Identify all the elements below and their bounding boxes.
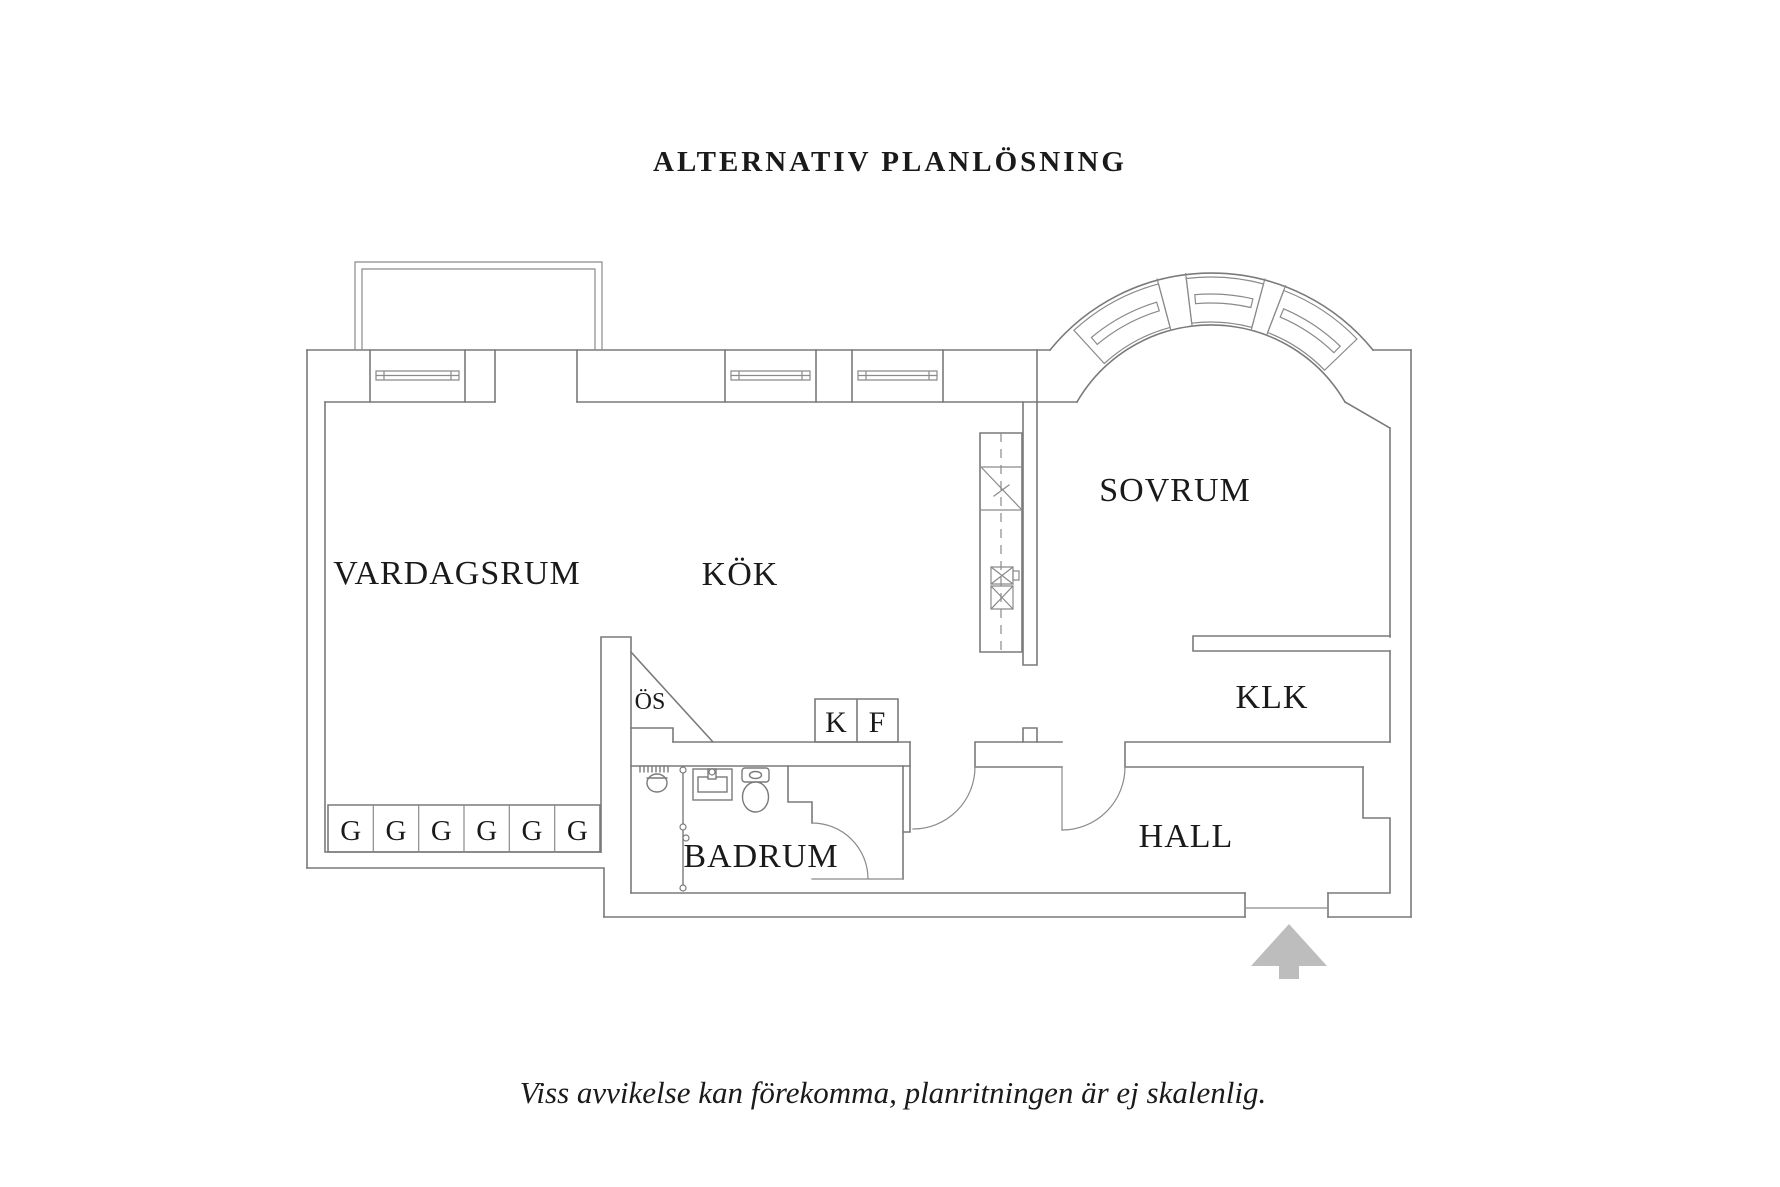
ventilation-shaft bbox=[979, 432, 1023, 653]
shower-icon bbox=[639, 765, 669, 773]
room-label-vardagsrum: VARDAGSRUM bbox=[333, 555, 580, 592]
facade-windows bbox=[369, 349, 944, 403]
fridge-freezer-boxes bbox=[814, 698, 899, 743]
wardrobe-letter: G bbox=[340, 815, 361, 847]
room-label-hall: HALL bbox=[1139, 818, 1234, 855]
balcony bbox=[354, 261, 603, 351]
disclaimer-caption: Viss avvikelse kan förekomma, planritnin… bbox=[520, 1075, 1266, 1110]
room-label-sovrum: SOVRUM bbox=[1099, 472, 1250, 509]
entrance-arrow-icon bbox=[1251, 924, 1327, 979]
wardrobe-letter: G bbox=[522, 815, 543, 847]
wardrobe-letter: G bbox=[476, 815, 497, 847]
wardrobe-row bbox=[327, 804, 601, 853]
label-fridge: K bbox=[825, 706, 847, 739]
page-title: ALTERNATIV PLANLÖSNING bbox=[653, 146, 1127, 178]
label-os: ÖS bbox=[635, 689, 666, 715]
wardrobe-letter: G bbox=[567, 815, 588, 847]
toilet-icon bbox=[741, 767, 770, 813]
room-label-kok: KÖK bbox=[702, 556, 779, 593]
label-freezer: F bbox=[869, 706, 886, 739]
bathroom-fixtures bbox=[639, 765, 770, 892]
wardrobe-letter: G bbox=[431, 815, 452, 847]
interior-walls bbox=[600, 349, 1391, 894]
room-label-klk: KLK bbox=[1236, 679, 1309, 716]
wardrobe-letter: G bbox=[386, 815, 407, 847]
outer-walls bbox=[306, 272, 1412, 918]
bay-windows bbox=[1073, 272, 1358, 372]
room-label-badrum: BADRUM bbox=[683, 838, 838, 875]
doors bbox=[787, 765, 1126, 879]
sink-icon bbox=[692, 768, 733, 801]
